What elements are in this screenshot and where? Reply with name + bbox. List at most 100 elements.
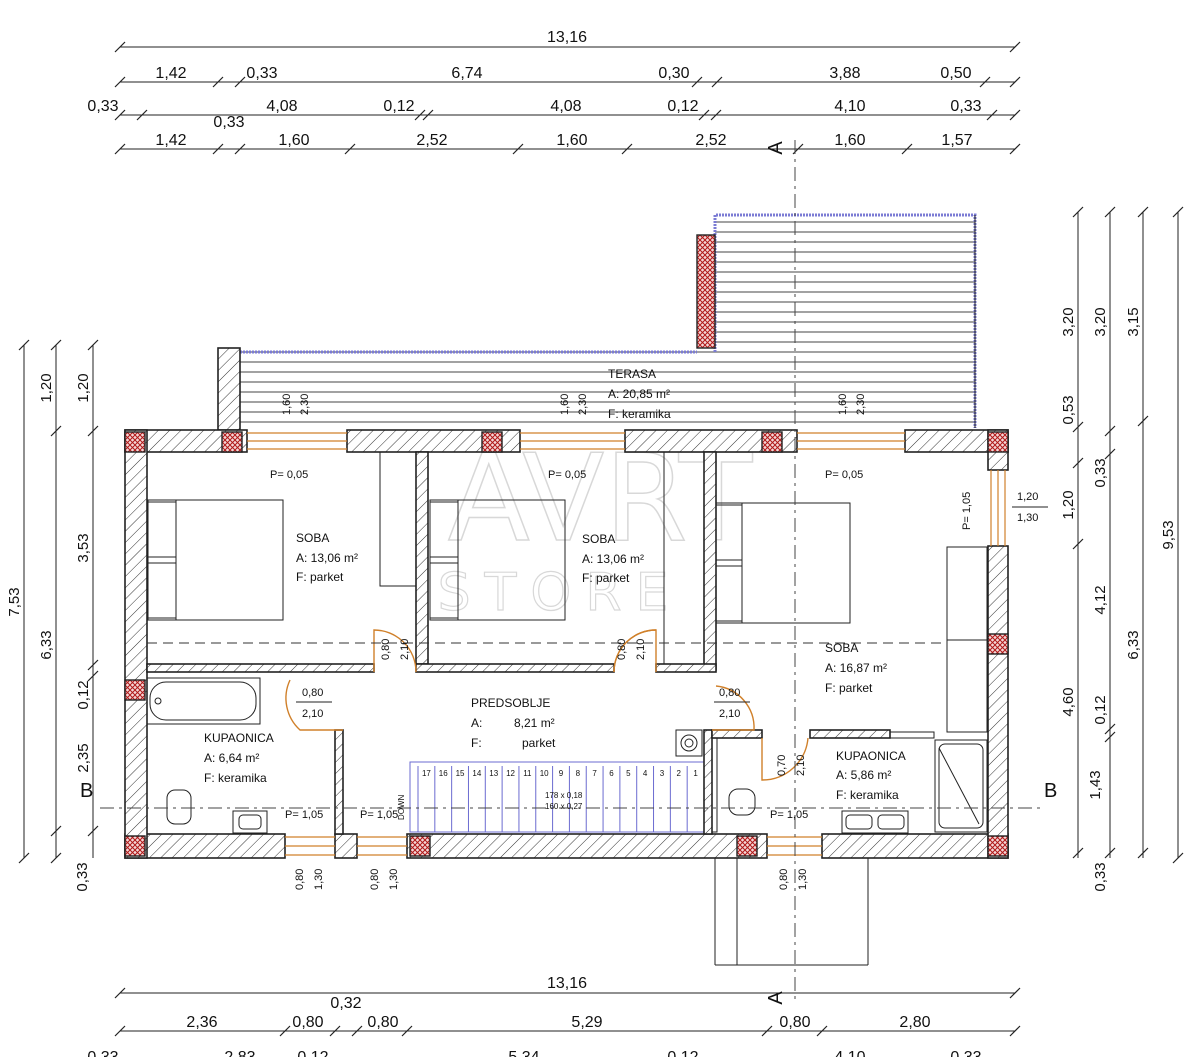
win-bot-2-w: 0,80 xyxy=(369,869,381,890)
stair-step-number: 8 xyxy=(576,769,581,778)
dim-top-r3-0: 1,42 xyxy=(155,132,186,149)
door-bath2-h: 2,10 xyxy=(795,755,807,776)
soba2-floor: F: parket xyxy=(582,571,630,585)
room-labels: SOBA A: 13,06 m² F: parket SOBA A: 13,06… xyxy=(204,531,906,802)
dim-bottom-r1-top: 0,32 xyxy=(330,995,361,1012)
sink-2 xyxy=(841,810,909,834)
soba3-name: SOBA xyxy=(825,641,858,655)
wardrobe-1 xyxy=(379,451,417,587)
soba3-area: A: 16,87 m² xyxy=(825,661,887,675)
boiler xyxy=(675,729,703,757)
opening-labels: P= 0,05 P= 0,05 P= 0,05 P= 1,05 P= 1,05 … xyxy=(270,394,1048,890)
terrace-column xyxy=(696,234,716,349)
dim-left-a-2: 0,33 xyxy=(74,862,91,891)
win-top-1-h: 2,30 xyxy=(299,394,311,415)
win-bot-3-h: 1,30 xyxy=(797,869,809,890)
dim-right-c-0: 3,15 xyxy=(1125,307,1142,336)
stair-step-number: 1 xyxy=(693,769,698,778)
dim-bottom-r1-2: 0,80 xyxy=(367,1014,398,1031)
watermark-text: STORE xyxy=(438,563,683,623)
predsoblje-name: PREDSOBLJE xyxy=(471,696,550,710)
section-b-right: B xyxy=(1044,780,1057,802)
terrace-wall xyxy=(217,347,241,431)
win-right-h: 1,30 xyxy=(1017,512,1038,524)
dim-bottom-r2-5: 4,10 xyxy=(834,1049,865,1057)
stair-step-number: 14 xyxy=(472,769,481,778)
win-top-2-w: 1,60 xyxy=(559,394,571,415)
dim-bottom-r1-3: 5,29 xyxy=(571,1014,602,1031)
dim-top-r2-0: 0,33 xyxy=(87,98,118,115)
kupaonica2-floor: F: keramika xyxy=(836,788,899,802)
dim-top-r1-3: 0,30 xyxy=(658,65,689,82)
dim-top-r2-6: 0,33 xyxy=(950,98,981,115)
door-bath2-w: 0,70 xyxy=(776,755,788,776)
predsoblje-area-label: A: xyxy=(471,716,482,730)
dim-bottom-overall: 13,16 xyxy=(547,975,587,992)
win-bot-3-w: 0,80 xyxy=(778,869,790,890)
stair-step-number: 9 xyxy=(559,769,564,778)
stair-step-number: 12 xyxy=(506,769,515,778)
stair-label-2: 160 x 0,27 xyxy=(545,802,583,811)
dim-bottom-r2-6: 0,33 xyxy=(950,1049,981,1057)
door-soba1-h: 2,10 xyxy=(399,639,411,660)
kupaonica2-name: KUPAONICA xyxy=(836,749,906,763)
dim-top-r2-extra: 0,33 xyxy=(213,114,244,131)
section-b-left: B xyxy=(80,780,93,802)
dim-left-outer: 7,53 xyxy=(6,587,23,616)
kupaonica1-area: A: 6,64 m² xyxy=(204,751,259,765)
dim-top-r3-3: 1,60 xyxy=(556,132,587,149)
dim-right-b-4: 0,33 xyxy=(1092,862,1109,891)
stair-step-number: 4 xyxy=(643,769,648,778)
bed-2 xyxy=(429,499,566,621)
dim-left-a-0: 1,20 xyxy=(38,373,55,402)
dim-top-r1-2: 6,74 xyxy=(451,65,482,82)
dim-left-a-1: 6,33 xyxy=(38,630,55,659)
sill-hall: P= 1,05 xyxy=(360,809,398,821)
soba1-floor: F: parket xyxy=(296,570,344,584)
walls xyxy=(124,429,1009,859)
predsoblje-floor: parket xyxy=(522,736,556,750)
door-soba3-w: 0,80 xyxy=(719,687,740,699)
dim-right-a-1: 0,53 xyxy=(1060,395,1077,424)
sill-bath2: P= 1,05 xyxy=(770,809,808,821)
dim-bottom-r2-2: 0,12 xyxy=(297,1049,328,1057)
left-dimensions: 7,53 1,20 6,33 0,33 1,20 3,53 0,12 2,35 xyxy=(6,339,99,892)
dim-right-a-0: 3,20 xyxy=(1060,307,1077,336)
section-lines: A A B B xyxy=(80,140,1057,1005)
door-soba3-h: 2,10 xyxy=(719,708,740,720)
door-soba2-w: 0,80 xyxy=(616,639,628,660)
dim-bottom-r1-5: 2,80 xyxy=(899,1014,930,1031)
door-soba2-h: 2,10 xyxy=(635,639,647,660)
dim-top-r2-2: 0,12 xyxy=(383,98,414,115)
sink-1 xyxy=(232,810,268,834)
sill-soba1: P= 0,05 xyxy=(270,469,308,481)
soba2-area: A: 13,06 m² xyxy=(582,552,644,566)
sill-soba2: P= 0,05 xyxy=(548,469,586,481)
dim-top-r1-0: 1,42 xyxy=(155,65,186,82)
stair-step-number: 3 xyxy=(660,769,665,778)
dim-top-r1-4: 3,88 xyxy=(829,65,860,82)
terrace-area: A: 20,85 m² xyxy=(608,387,670,401)
stair-step-number: 7 xyxy=(592,769,597,778)
stair-step-number: 5 xyxy=(626,769,631,778)
kupaonica1-name: KUPAONICA xyxy=(204,731,274,745)
dim-top-overall: 13,16 xyxy=(547,29,587,46)
dim-top-r3-4: 2,52 xyxy=(695,132,726,149)
soba3-floor: F: parket xyxy=(825,681,873,695)
dim-top-r2-1: 4,08 xyxy=(266,98,297,115)
door-soba1-w: 0,80 xyxy=(380,639,392,660)
section-a-top: A xyxy=(765,141,787,155)
win-right-w: 1,20 xyxy=(1017,491,1038,503)
dim-left-b-3: 2,35 xyxy=(75,743,92,772)
dim-bottom-r2-3: 5,34 xyxy=(508,1049,539,1057)
top-dimensions: 13,16 1,42 0,33 6,74 0,30 3,88 0,50 0,33… xyxy=(87,29,1021,155)
entry-landing xyxy=(714,858,869,966)
dim-top-r2-3: 4,08 xyxy=(550,98,581,115)
dim-right-b-3: 0,12 xyxy=(1092,695,1109,724)
dim-bottom-r2-1: 2,83 xyxy=(224,1049,255,1057)
win-bot-1-w: 0,80 xyxy=(294,869,306,890)
dim-right-b-0: 3,20 xyxy=(1092,307,1109,336)
shower xyxy=(934,739,988,833)
